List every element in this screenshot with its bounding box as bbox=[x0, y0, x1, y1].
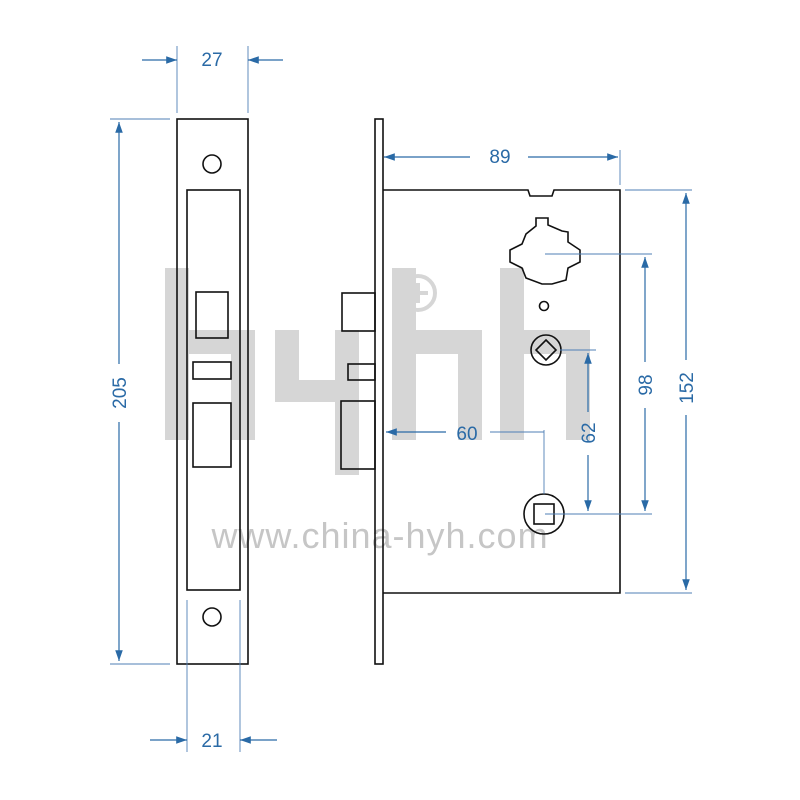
dim-label-21: 21 bbox=[201, 731, 222, 752]
latch-bolt bbox=[341, 292, 376, 332]
dimension-lines bbox=[115, 56, 690, 744]
extension-lines bbox=[110, 46, 692, 752]
latch-opening bbox=[195, 291, 229, 339]
trigger-bolt bbox=[347, 363, 376, 381]
dim-label-62: 62 bbox=[579, 422, 600, 443]
dim-label-152: 152 bbox=[677, 372, 698, 404]
front-plate bbox=[176, 118, 249, 665]
lock-case bbox=[340, 118, 621, 665]
screw-hole-top bbox=[202, 154, 222, 174]
dim-label-27: 27 bbox=[201, 50, 222, 71]
deadbolt-opening bbox=[192, 402, 232, 468]
watermark-url: www.china-hyh.com bbox=[210, 515, 548, 556]
deadbolt bbox=[340, 400, 376, 470]
dim-label-205: 205 bbox=[110, 377, 131, 409]
follower-hub bbox=[509, 217, 581, 285]
dim-label-89: 89 bbox=[489, 147, 510, 168]
hub-pin bbox=[538, 300, 550, 312]
screw-hole-bottom bbox=[202, 607, 222, 627]
trigger-opening bbox=[192, 361, 232, 380]
dim-label-98: 98 bbox=[636, 374, 657, 395]
dim-label-60: 60 bbox=[456, 424, 477, 445]
